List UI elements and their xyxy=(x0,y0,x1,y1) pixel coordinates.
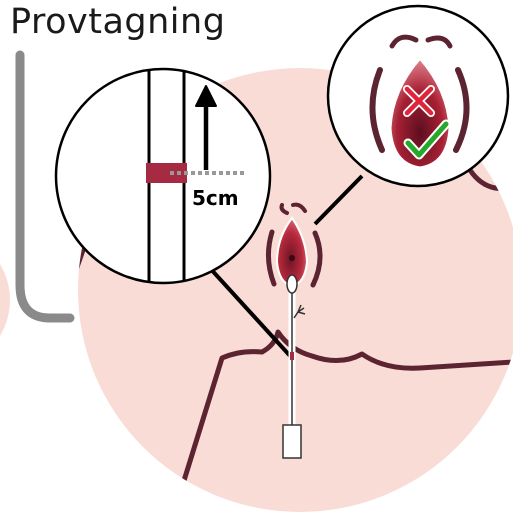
inset-circle xyxy=(328,6,508,186)
left-body-circle xyxy=(0,230,10,370)
depth-label: 5cm xyxy=(192,186,239,210)
page-title: Provtagning xyxy=(10,2,225,42)
